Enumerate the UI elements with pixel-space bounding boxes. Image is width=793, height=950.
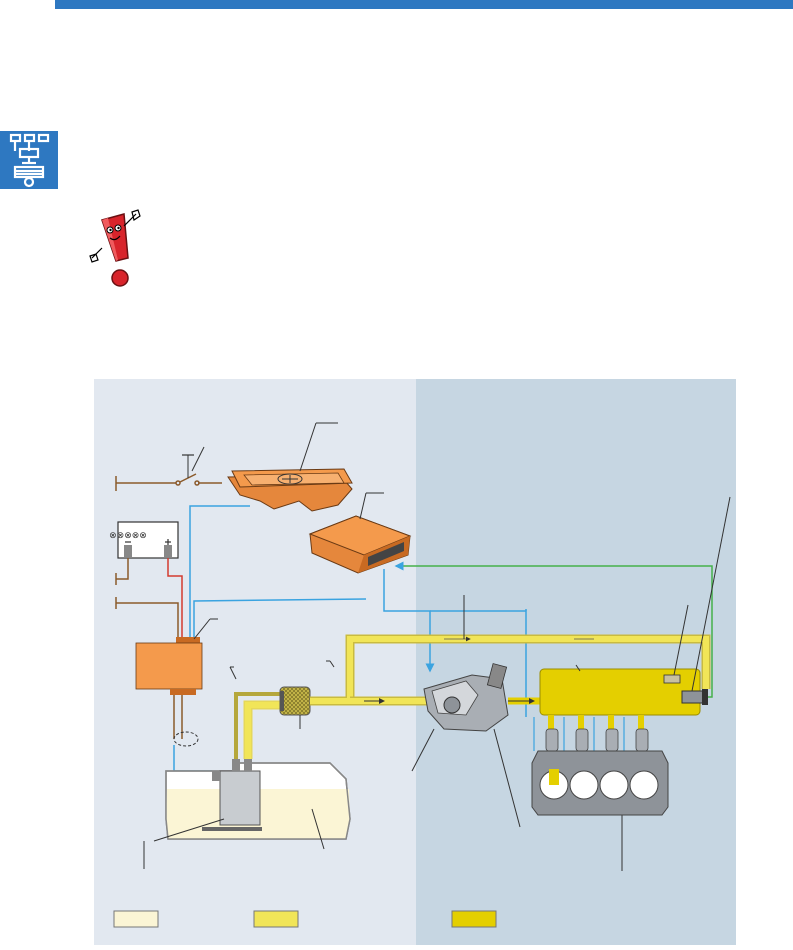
fuel-pump-control-unit xyxy=(135,618,218,772)
rail-pressure-sensor xyxy=(663,496,731,705)
engine-components-icon xyxy=(9,133,50,188)
cylinders xyxy=(531,750,669,816)
battery: ⊗⊗⊗⊗⊗ xyxy=(109,521,179,559)
legend-swatch-high-pressure xyxy=(451,910,497,928)
ignition-switch xyxy=(115,446,222,491)
legend xyxy=(113,910,497,928)
svg-text:⊗⊗⊗⊗⊗: ⊗⊗⊗⊗⊗ xyxy=(109,530,147,540)
legend-swatch-low-pressure xyxy=(253,910,299,928)
legend-swatch-tank-fuel xyxy=(113,910,159,928)
electric-fuel-pump xyxy=(143,759,262,869)
section-tab[interactable] xyxy=(0,131,58,189)
engine-control-unit xyxy=(308,492,412,574)
fuel-filter xyxy=(279,686,311,729)
warning-mascot-icon xyxy=(88,208,146,288)
air-flow-meter xyxy=(227,422,353,512)
header-bar xyxy=(55,0,793,9)
fuel-rail xyxy=(539,664,701,716)
high-pressure-pump xyxy=(411,663,521,828)
right-panel xyxy=(416,379,736,945)
fuel-system-diagram: ⊗⊗⊗⊗⊗ xyxy=(94,379,736,945)
